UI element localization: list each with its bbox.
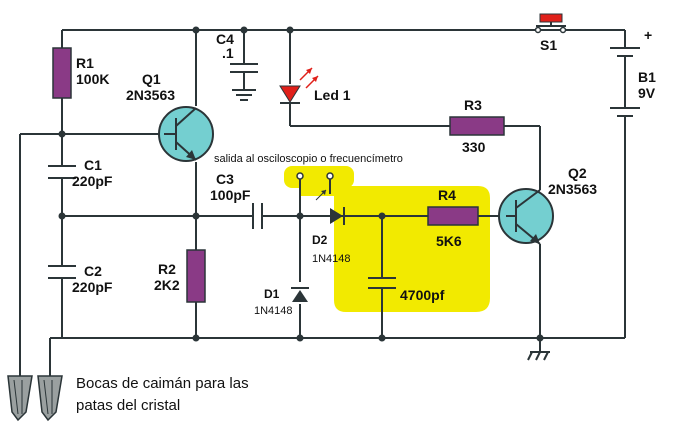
d2-name: D2 bbox=[312, 233, 328, 247]
r4-resistor bbox=[427, 206, 479, 226]
ground-icon bbox=[232, 89, 256, 101]
clips-note-line1: Bocas de caimán para las bbox=[76, 375, 249, 392]
output-highlight bbox=[284, 166, 354, 188]
clips-note-line2: patas del cristal bbox=[76, 397, 180, 414]
led-name: Led 1 bbox=[314, 87, 351, 103]
ground-icon bbox=[527, 338, 550, 361]
c4-value: .1 bbox=[222, 45, 234, 61]
wires bbox=[19, 29, 626, 376]
led-icon bbox=[279, 67, 319, 104]
b1-name: B1 bbox=[638, 69, 656, 85]
c2-value: 220pF bbox=[72, 279, 113, 295]
q1-value: 2N3563 bbox=[126, 87, 175, 103]
alligator-clip-icon bbox=[7, 375, 33, 422]
c2-name: C2 bbox=[84, 263, 102, 279]
q1-name: Q1 bbox=[142, 71, 161, 87]
r2-name: R2 bbox=[158, 261, 176, 277]
c2-capacitor bbox=[48, 265, 76, 279]
r2-value: 2K2 bbox=[154, 277, 180, 293]
d1-diode-icon bbox=[291, 287, 309, 302]
r1-resistor bbox=[52, 47, 72, 99]
c1-value: 220pF bbox=[72, 173, 113, 189]
c5-value: 4700pf bbox=[400, 287, 445, 303]
c3-capacitor bbox=[252, 203, 263, 229]
b1-value: 9V bbox=[638, 85, 656, 101]
r1-name: R1 bbox=[76, 55, 94, 71]
r3-resistor bbox=[449, 116, 505, 136]
alligator-clip-icon bbox=[37, 375, 63, 422]
b1-polarity: + bbox=[644, 27, 652, 43]
r4-value: 5K6 bbox=[436, 233, 462, 249]
output-terminals-icon bbox=[296, 172, 334, 201]
c1-name: C1 bbox=[84, 157, 102, 173]
c1-capacitor bbox=[48, 165, 76, 179]
q2-name: Q2 bbox=[568, 165, 587, 181]
output-note: salida al osciloscopio o frecuencímetro bbox=[214, 153, 403, 165]
c4-capacitor bbox=[230, 63, 258, 73]
b1-battery-icon bbox=[610, 47, 640, 117]
d1-name: D1 bbox=[264, 287, 280, 301]
c3-name: C3 bbox=[216, 171, 234, 187]
c4-name: C4 bbox=[216, 31, 234, 47]
junction-nodes bbox=[58, 26, 544, 342]
highlight-region bbox=[300, 186, 490, 312]
r1-value: 100K bbox=[76, 71, 109, 87]
q1-transistor-icon bbox=[158, 106, 214, 162]
q2-value: 2N3563 bbox=[548, 181, 597, 197]
c3-value: 100pF bbox=[210, 187, 251, 203]
s1-name: S1 bbox=[540, 37, 557, 53]
c5-capacitor bbox=[368, 277, 396, 289]
q2-transistor-icon bbox=[498, 188, 554, 245]
r3-name: R3 bbox=[464, 97, 482, 113]
d2-diode-icon bbox=[330, 207, 345, 225]
d2-value: 1N4148 bbox=[312, 253, 351, 265]
r2-resistor bbox=[186, 249, 206, 303]
s1-switch-icon bbox=[534, 13, 567, 34]
d1-value: 1N4148 bbox=[254, 305, 293, 317]
r4-name: R4 bbox=[438, 187, 456, 203]
r3-value: 330 bbox=[462, 139, 486, 155]
